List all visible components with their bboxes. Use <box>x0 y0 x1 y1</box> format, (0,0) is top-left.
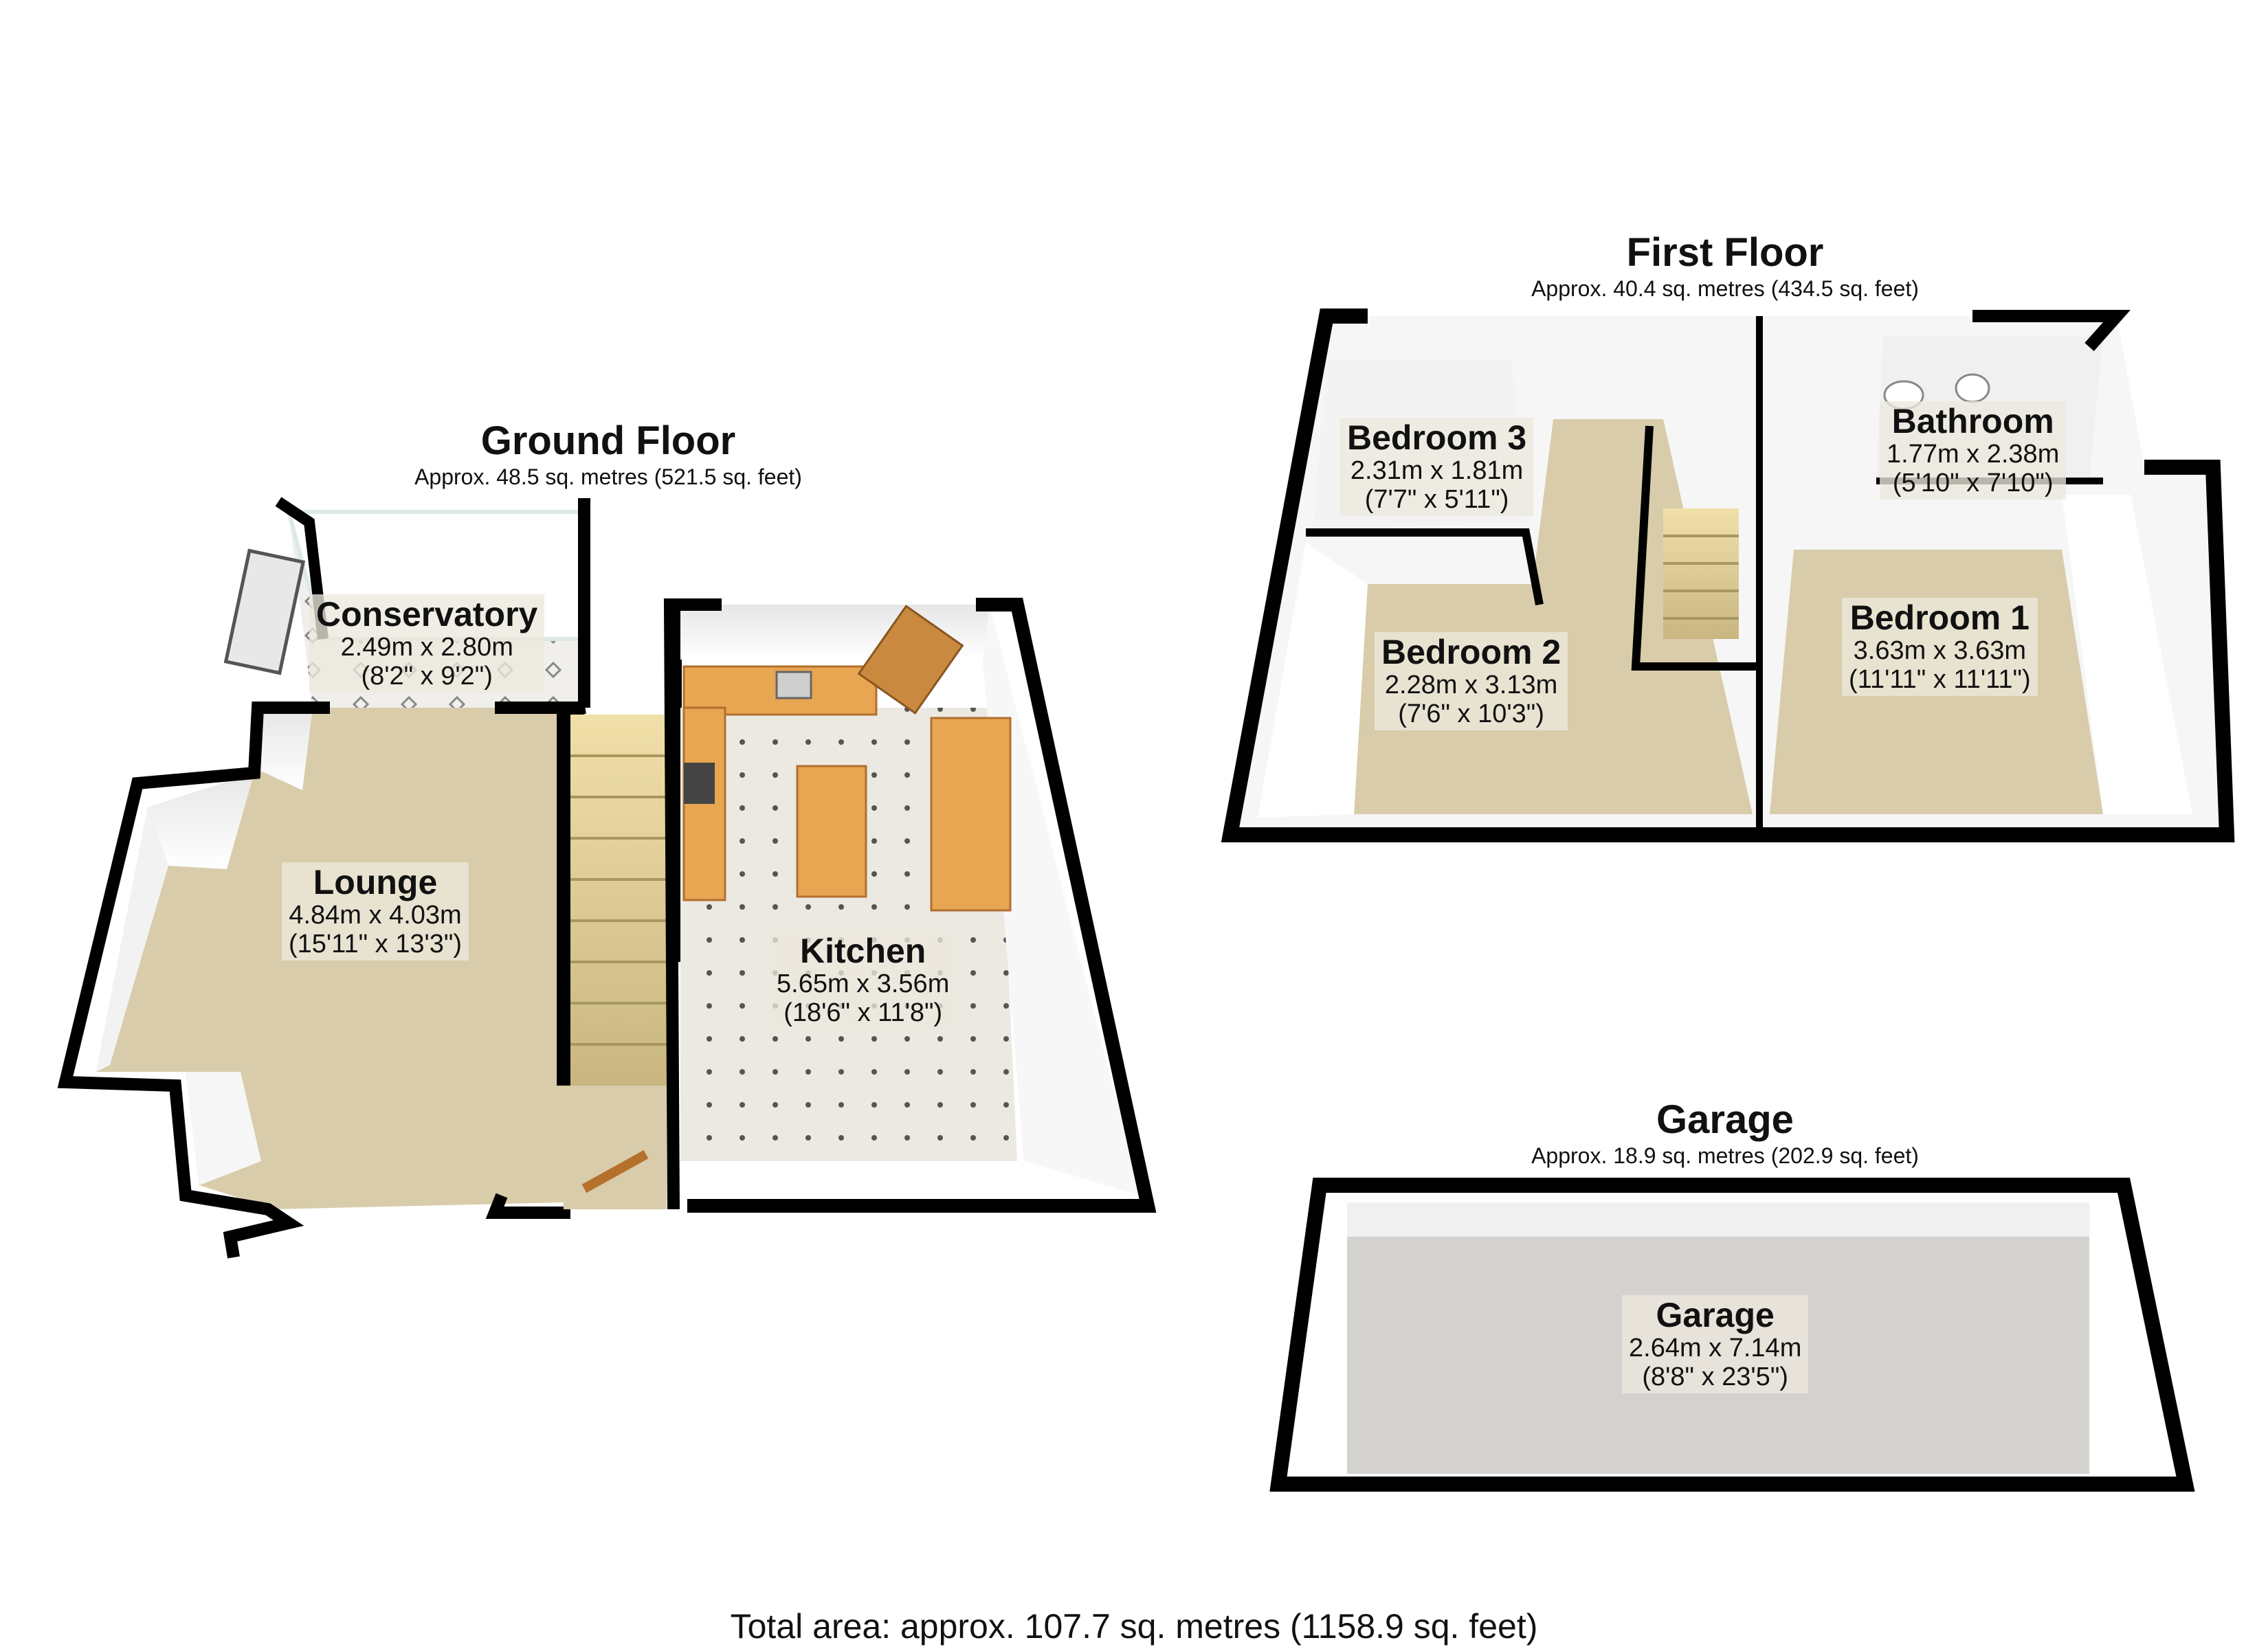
kitchen-wall <box>663 598 722 1210</box>
room-name: Kitchen <box>799 932 926 970</box>
room-imperial: (5'10" x 7'10") <box>1892 468 2054 497</box>
room-imperial: (7'7" x 5'11") <box>1364 484 1509 514</box>
first-floor-area: Approx. 40.4 sq. metres (434.5 sq. feet) <box>1531 276 1919 301</box>
room-metric: 2.64m x 7.14m <box>1629 1334 1802 1362</box>
room-name: Bathroom <box>1891 402 2054 440</box>
room-metric: 2.49m x 2.80m <box>340 633 513 662</box>
room-name: Bedroom 3 <box>1347 418 1527 457</box>
room-label-bedroom1: Bedroom 1 3.63m x 3.63m (11'11" x 11'11"… <box>1842 598 2038 696</box>
room-imperial: (7'6" x 10'3") <box>1398 699 1544 728</box>
room-label-bedroom2: Bedroom 2 2.28m x 3.13m (7'6" x 10'3") <box>1375 632 1568 730</box>
room-imperial: (8'2" x 9'2") <box>361 661 493 691</box>
room-imperial: (11'11" x 11'11") <box>1849 664 2031 694</box>
first-floor-outer-wall <box>1221 309 1574 842</box>
garage-floor-title: Garage <box>1656 1097 1794 1142</box>
room-metric: 5.65m x 3.56m <box>777 969 950 998</box>
garage-floor-area: Approx. 18.9 sq. metres (202.9 sq. feet) <box>1531 1143 1919 1168</box>
hob-icon <box>684 763 715 804</box>
total-area: Total area: approx. 107.7 sq. metres (11… <box>730 1607 1538 1646</box>
room-label-lounge: Lounge 4.84m x 4.03m (15'11" x 13'3") <box>282 862 469 961</box>
room-label-kitchen: Kitchen 5.65m x 3.56m (18'6" x 11'8") <box>770 931 957 1029</box>
kitchen-door <box>857 605 964 715</box>
room-metric: 3.63m x 3.63m <box>1853 636 2027 665</box>
room-imperial: (8'8" x 23'5") <box>1642 1362 1788 1391</box>
sink-icon <box>775 671 812 699</box>
room-imperial: (18'6" x 11'8") <box>783 998 943 1027</box>
kitchen-island <box>796 765 867 898</box>
lounge-wall <box>57 702 330 1259</box>
first-floor-title: First Floor <box>1626 230 1824 275</box>
stair-treads <box>567 754 677 1046</box>
conservatory-door-icon <box>223 548 306 675</box>
first-floor <box>1221 309 2235 842</box>
room-name: Lounge <box>313 863 438 901</box>
ground-floor <box>57 497 1157 1259</box>
ground-floor-area: Approx. 48.5 sq. metres (521.5 sq. feet) <box>414 464 802 489</box>
room-metric: 1.77m x 2.38m <box>1887 440 2060 469</box>
room-name: Garage <box>1656 1296 1775 1334</box>
room-metric: 4.84m x 4.03m <box>289 901 462 930</box>
kitchen-worktop-right <box>930 717 1012 912</box>
staircase <box>567 715 677 1086</box>
room-name: Bedroom 1 <box>1849 598 2030 637</box>
room-label-bathroom: Bathroom 1.77m x 2.38m (5'10" x 7'10") <box>1880 401 2067 500</box>
room-label-garage: Garage 2.64m x 7.14m (8'8" x 23'5") <box>1622 1295 1809 1393</box>
room-metric: 2.28m x 3.13m <box>1384 671 1558 699</box>
room-name: Conservatory <box>316 595 538 633</box>
room-imperial: (15'11" x 13'3") <box>289 929 463 958</box>
basin-icon <box>1955 373 1990 403</box>
room-metric: 2.31m x 1.81m <box>1350 456 1524 485</box>
hall-floor <box>564 1086 667 1209</box>
room-label-bedroom3: Bedroom 3 2.31m x 1.81m (7'7" x 5'11") <box>1340 418 1534 516</box>
garage-wall <box>1269 1178 2195 1492</box>
ground-floor-title: Ground Floor <box>480 418 736 463</box>
room-label-conservatory: Conservatory 2.49m x 2.80m (8'2" x 9'2") <box>309 594 545 693</box>
room-name: Bedroom 2 <box>1381 633 1561 671</box>
